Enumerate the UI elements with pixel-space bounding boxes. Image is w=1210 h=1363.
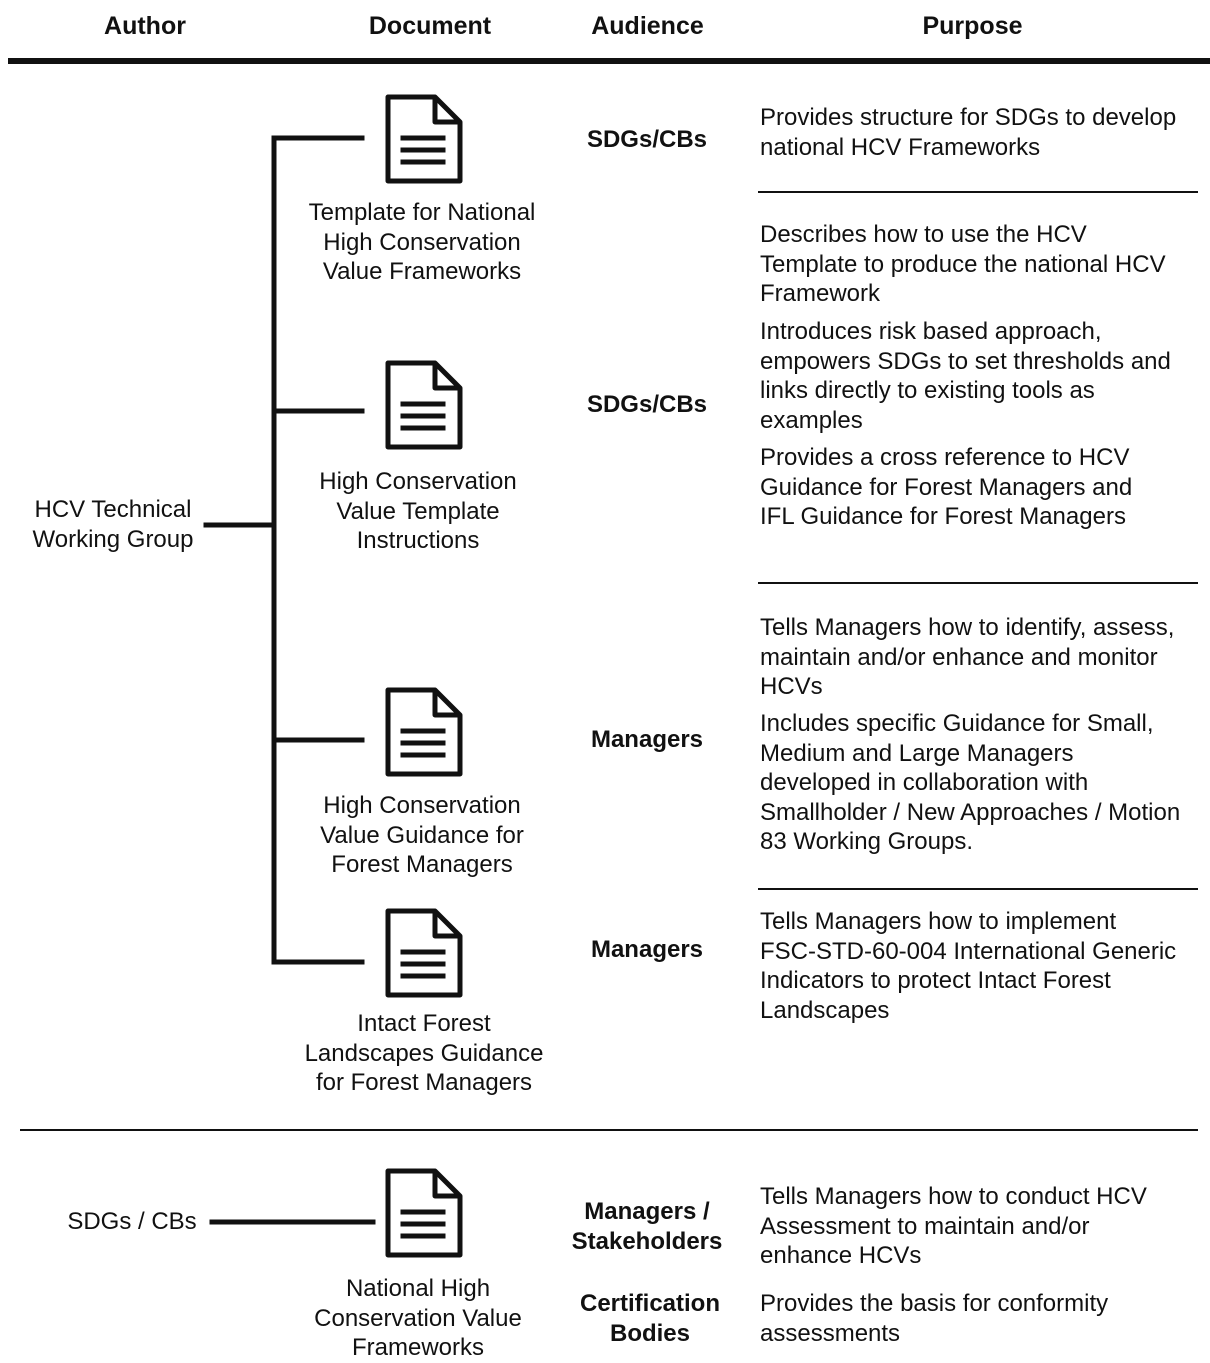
audience-line: Stakeholders	[571, 1228, 723, 1255]
header-author: Author	[104, 12, 186, 40]
document-icon	[385, 94, 463, 184]
header-audience: Audience	[591, 12, 704, 40]
purpose-line: Indicators to protect Intact Forest	[760, 967, 1111, 995]
purpose-line: HCVs	[760, 673, 823, 701]
purpose-line: Smallholder / New Approaches / Motion	[760, 798, 1181, 826]
audience-line: Bodies	[609, 1320, 690, 1347]
purpose-line: Framework	[760, 280, 881, 308]
group-divider	[20, 1129, 1198, 1131]
title-line: Value Template	[336, 497, 500, 525]
audience-label: Certification Bodies	[562, 1289, 738, 1349]
purpose-text: Tells Managers how to implement FSC-STD-…	[760, 907, 1208, 1025]
audience-label: SDGs/CBs	[572, 390, 722, 420]
purpose-text: Tells Managers how to conduct HCV Assess…	[760, 1182, 1208, 1271]
audience-line: SDGs/CBs	[586, 391, 708, 418]
title-line: High Conservation	[319, 468, 517, 495]
purpose-line: Describes how to use the HCV	[760, 221, 1087, 248]
author-hcv-technical-working-group: HCV Technical Working Group	[18, 495, 208, 555]
purpose-line: Guidance for Forest Managers and	[760, 473, 1133, 501]
purpose-line: Provides structure for SDGs to develop	[760, 104, 1177, 131]
purpose-line: maintain and/or enhance and monitor	[760, 643, 1158, 671]
title-line: Instructions	[356, 527, 480, 554]
title-line: Frameworks	[351, 1334, 484, 1361]
title-line: Conservation Value	[314, 1304, 522, 1332]
purpose-text: Describes how to use the HCV Template to…	[760, 220, 1208, 309]
title-line: High Conservation	[323, 228, 521, 256]
purpose-text: Provides a cross reference to HCV Guidan…	[760, 443, 1208, 532]
title-line: Value Frameworks	[322, 258, 522, 285]
author-line: Working Group	[32, 526, 194, 553]
title-line: High Conservation	[323, 792, 521, 819]
document-title-ifl-guidance: Intact Forest Landscapes Guidance for Fo…	[284, 1009, 564, 1098]
audience-line: Managers	[590, 936, 704, 963]
purpose-text: Includes specific Guidance for Small, Me…	[760, 709, 1208, 857]
document-icon	[385, 360, 463, 450]
audience-label: SDGs/CBs	[572, 125, 722, 155]
purpose-line: examples	[760, 406, 863, 434]
document-icon	[385, 1168, 463, 1258]
purpose-divider-2	[758, 582, 1198, 584]
purpose-line: Provides a cross reference to HCV	[760, 444, 1130, 471]
author-line: HCV Technical	[34, 496, 192, 523]
purpose-line: Medium and Large Managers	[760, 739, 1074, 767]
header-purpose: Purpose	[922, 12, 1023, 40]
purpose-line: Landscapes	[760, 996, 890, 1024]
purpose-divider-3	[758, 888, 1198, 890]
document-icon	[385, 908, 463, 998]
purpose-line: Assessment to maintain and/or	[760, 1212, 1090, 1240]
purpose-line: Includes specific Guidance for Small,	[760, 710, 1154, 737]
title-line: National High	[345, 1275, 491, 1302]
purpose-text: Tells Managers how to identify, assess, …	[760, 613, 1208, 702]
header-rule	[8, 58, 1210, 64]
document-icon	[385, 687, 463, 777]
purpose-text: Provides the basis for conformity assess…	[760, 1289, 1208, 1348]
purpose-line: 83 Working Groups.	[760, 828, 973, 856]
purpose-text: Introduces risk based approach, empowers…	[760, 317, 1208, 435]
purpose-text: Provides structure for SDGs to develop n…	[760, 103, 1208, 162]
title-line: Landscapes Guidance	[304, 1039, 544, 1067]
purpose-line: assessments	[760, 1319, 901, 1347]
title-line: Forest Managers	[331, 851, 513, 878]
author-sdgs-cbs: SDGs / CBs	[42, 1207, 222, 1237]
title-line: Template for National	[308, 199, 536, 226]
title-line: Value Guidance for	[320, 821, 524, 849]
purpose-divider-1	[758, 191, 1198, 193]
header-document: Document	[368, 12, 492, 40]
document-title-template-national-hcv: Template for National High Conservation …	[284, 198, 560, 287]
purpose-line: IFL Guidance for Forest Managers	[760, 503, 1126, 531]
purpose-line: Tells Managers how to implement	[760, 908, 1117, 935]
purpose-line: links directly to existing tools as	[760, 377, 1095, 405]
document-title-national-hcv-frameworks: National High Conservation Value Framewo…	[284, 1274, 552, 1363]
purpose-line: Template to produce the national HCV	[760, 250, 1166, 278]
title-line: Intact Forest	[357, 1010, 491, 1037]
purpose-line: national HCV Frameworks	[760, 133, 1041, 161]
document-title-hcv-guidance-forest-managers: High Conservation Value Guidance for For…	[284, 791, 560, 880]
audience-label: Managers	[572, 725, 722, 755]
purpose-line: FSC-STD-60-004 International Generic	[760, 937, 1177, 965]
purpose-line: enhance HCVs	[760, 1242, 922, 1270]
purpose-line: Tells Managers how to identify, assess,	[760, 614, 1175, 641]
purpose-line: Tells Managers how to conduct HCV	[760, 1183, 1147, 1210]
purpose-line: Provides the basis for conformity	[760, 1290, 1109, 1317]
document-title-hcv-template-instructions: High Conservation Value Template Instruc…	[284, 467, 552, 556]
purpose-line: Introduces risk based approach,	[760, 318, 1102, 345]
audience-label: Managers / Stakeholders	[562, 1197, 732, 1257]
audience-line: Managers	[590, 726, 704, 753]
purpose-line: empowers SDGs to set thresholds and	[760, 347, 1171, 375]
audience-line: Certification	[579, 1290, 720, 1317]
purpose-line: developed in collaboration with	[760, 769, 1089, 797]
audience-line: SDGs/CBs	[586, 126, 708, 153]
author-line: SDGs / CBs	[67, 1208, 197, 1235]
audience-line: Managers /	[584, 1198, 710, 1225]
audience-label: Managers	[572, 935, 722, 965]
title-line: for Forest Managers	[315, 1069, 533, 1096]
